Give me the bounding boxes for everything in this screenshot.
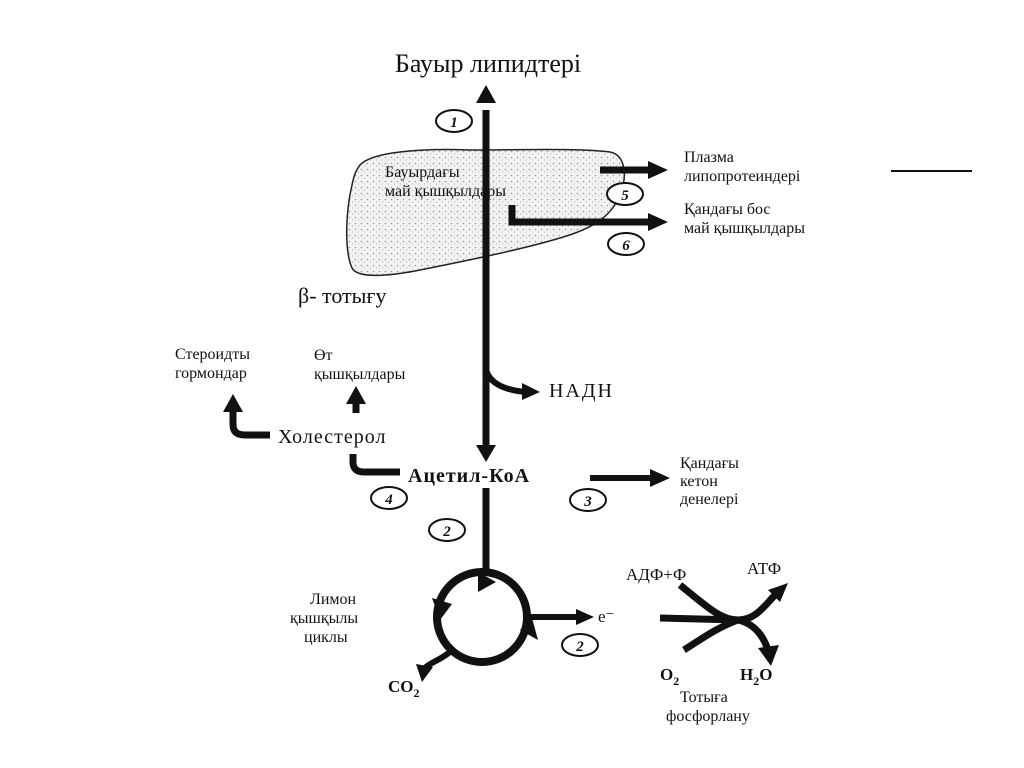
line-to-co2 xyxy=(422,647,455,671)
line-cholesterol-to-steroid xyxy=(229,410,270,439)
ketone-bodies-line2: кетон xyxy=(680,473,718,490)
step-marker-2b: 2 xyxy=(561,633,599,657)
ketone-bodies-line3: денелері xyxy=(680,491,739,508)
line-acetyl-to-cholesterol xyxy=(349,454,400,476)
step-marker-6: 6 xyxy=(607,232,645,256)
plasma-lipoproteins-line1: Плазма xyxy=(684,149,734,166)
o2-label: O2 xyxy=(660,665,679,688)
steroid-hormones-line2: гормондар xyxy=(175,365,247,382)
line-to-nadh xyxy=(483,368,526,395)
oxidative-phosphorylation-line2: фосфорлану xyxy=(666,708,750,725)
line-to-blood-ffa xyxy=(508,205,650,226)
step-number-5: 5 xyxy=(621,188,629,204)
blood-free-fa-line1: Қандағы бос xyxy=(684,201,771,218)
adp-label: АДФ+Ф xyxy=(626,565,686,584)
arrow-to-co2 xyxy=(416,664,433,682)
liver-fatty-acids-line2: май қышқылдары xyxy=(385,183,506,200)
cycle-arrowhead-right xyxy=(520,618,538,640)
step-number-6: 6 xyxy=(622,238,630,254)
plasma-lipoproteins-line2: липопротеиндері xyxy=(684,168,801,185)
bile-acids-line2: қышқылдары xyxy=(314,366,406,383)
liver-fatty-acids-line1: Бауырдағы xyxy=(385,164,460,181)
citric-acid-cycle-line1: Лимон xyxy=(310,591,357,608)
steroid-hormones-line1: Стероидты xyxy=(175,346,250,363)
arrow-to-steroid xyxy=(223,394,243,412)
arrow-to-bile xyxy=(346,386,366,404)
cycle-arrowhead-left xyxy=(432,598,452,620)
step-number-1: 1 xyxy=(450,115,458,131)
blood-free-fa-line2: май қышқылдары xyxy=(684,220,805,237)
step-number-2b: 2 xyxy=(575,639,584,655)
atp-label: АТФ xyxy=(747,559,781,578)
arrow-down-to-acetylcoa xyxy=(476,445,496,462)
arrow-to-electron xyxy=(576,609,594,625)
ketone-bodies-line1: Қандағы xyxy=(680,455,739,472)
arrow-to-blood-ffa xyxy=(648,213,668,231)
h2o-label: H2O xyxy=(740,665,772,688)
oxphos-curve-adp-atp xyxy=(677,582,779,624)
arrow-to-ketone xyxy=(650,469,670,487)
oxphos-line-electron xyxy=(659,614,772,652)
citric-cycle-ring xyxy=(433,568,531,666)
electron-label: e⁻ xyxy=(598,607,615,626)
cholesterol-label: Холестерол xyxy=(278,426,387,448)
step-number-3: 3 xyxy=(583,494,592,510)
acetyl-coa-label: Ацетил-КоА xyxy=(408,465,530,487)
arrow-to-nadh xyxy=(522,383,540,400)
step-number-4: 4 xyxy=(384,492,393,508)
beta-oxidation-label: β- тотығу xyxy=(298,283,386,308)
step-marker-2a: 2 xyxy=(428,518,466,542)
arrow-to-h2o xyxy=(758,645,779,666)
oxidative-phosphorylation-line1: Тотыға xyxy=(680,689,728,706)
step-marker-4: 4 xyxy=(370,486,408,510)
arrow-to-plasma xyxy=(648,161,668,179)
arrow-up-to-lipids xyxy=(476,85,496,103)
arrow-into-cycle xyxy=(478,572,496,592)
step-marker-1: 1 xyxy=(435,109,473,133)
nadh-label: НАДН xyxy=(549,380,614,402)
step-number-2a: 2 xyxy=(442,524,451,540)
step-marker-3: 3 xyxy=(569,488,607,512)
citric-acid-cycle-line2: қышқылы xyxy=(290,610,358,627)
co2-label: CO2 xyxy=(388,677,420,700)
bile-acids-line1: Өт xyxy=(314,347,333,364)
liver-lipids-title: Бауыр липидтері xyxy=(395,49,581,78)
arrow-to-atp xyxy=(768,583,788,602)
citric-acid-cycle-line3: циклы xyxy=(304,629,348,646)
oxphos-curve-o2 xyxy=(682,616,740,653)
step-marker-5: 5 xyxy=(606,182,644,206)
